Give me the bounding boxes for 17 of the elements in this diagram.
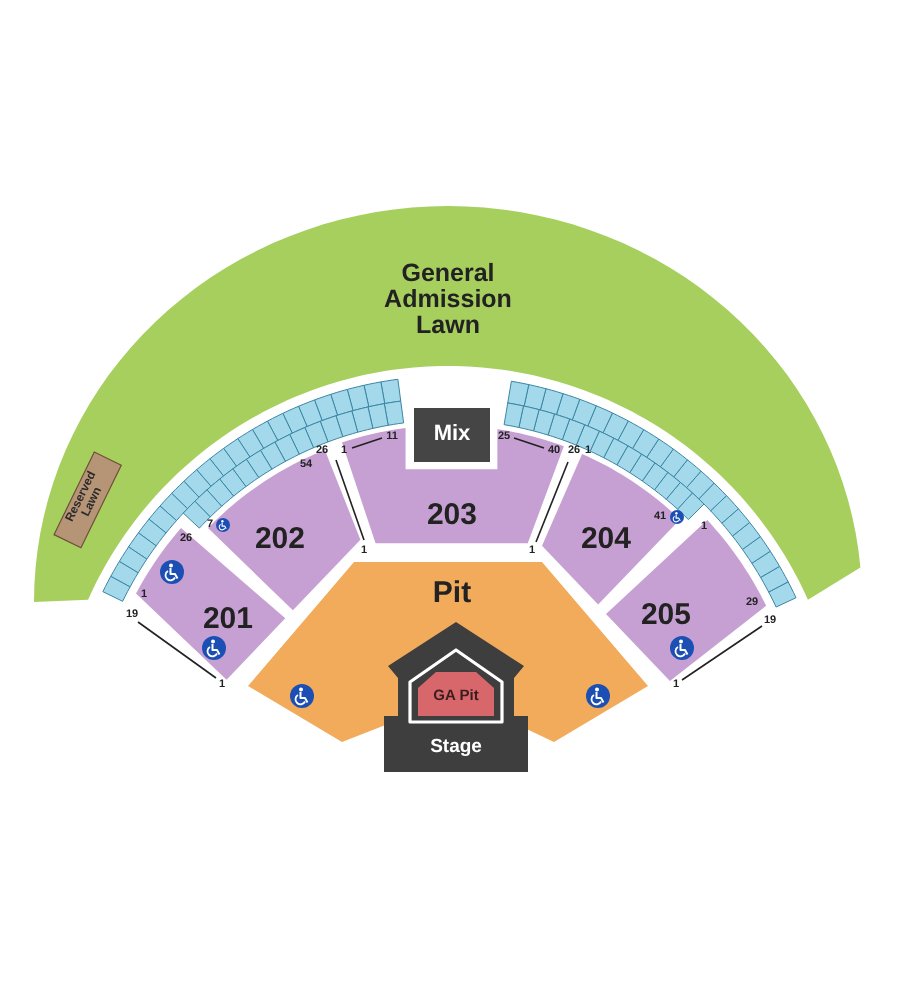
section-label: 204 <box>580 524 631 556</box>
pit-area <box>418 672 494 716</box>
area-label: Pit <box>432 578 472 610</box>
section-label: 201 <box>202 604 253 636</box>
area-label: General Admission Lawn <box>382 260 514 340</box>
lawn-area <box>54 452 122 548</box>
area-label: Mix <box>433 424 471 448</box>
lawn-area <box>34 206 861 602</box>
section-label: 205 <box>640 600 691 632</box>
area-label: Stage <box>430 738 482 758</box>
seating-section <box>541 453 680 605</box>
mix-booth <box>414 408 490 462</box>
stage <box>384 622 528 772</box>
seating-section <box>342 428 565 544</box>
seating-section <box>208 449 361 610</box>
section-label: 203 <box>426 500 477 532</box>
section-label: 202 <box>254 524 305 556</box>
